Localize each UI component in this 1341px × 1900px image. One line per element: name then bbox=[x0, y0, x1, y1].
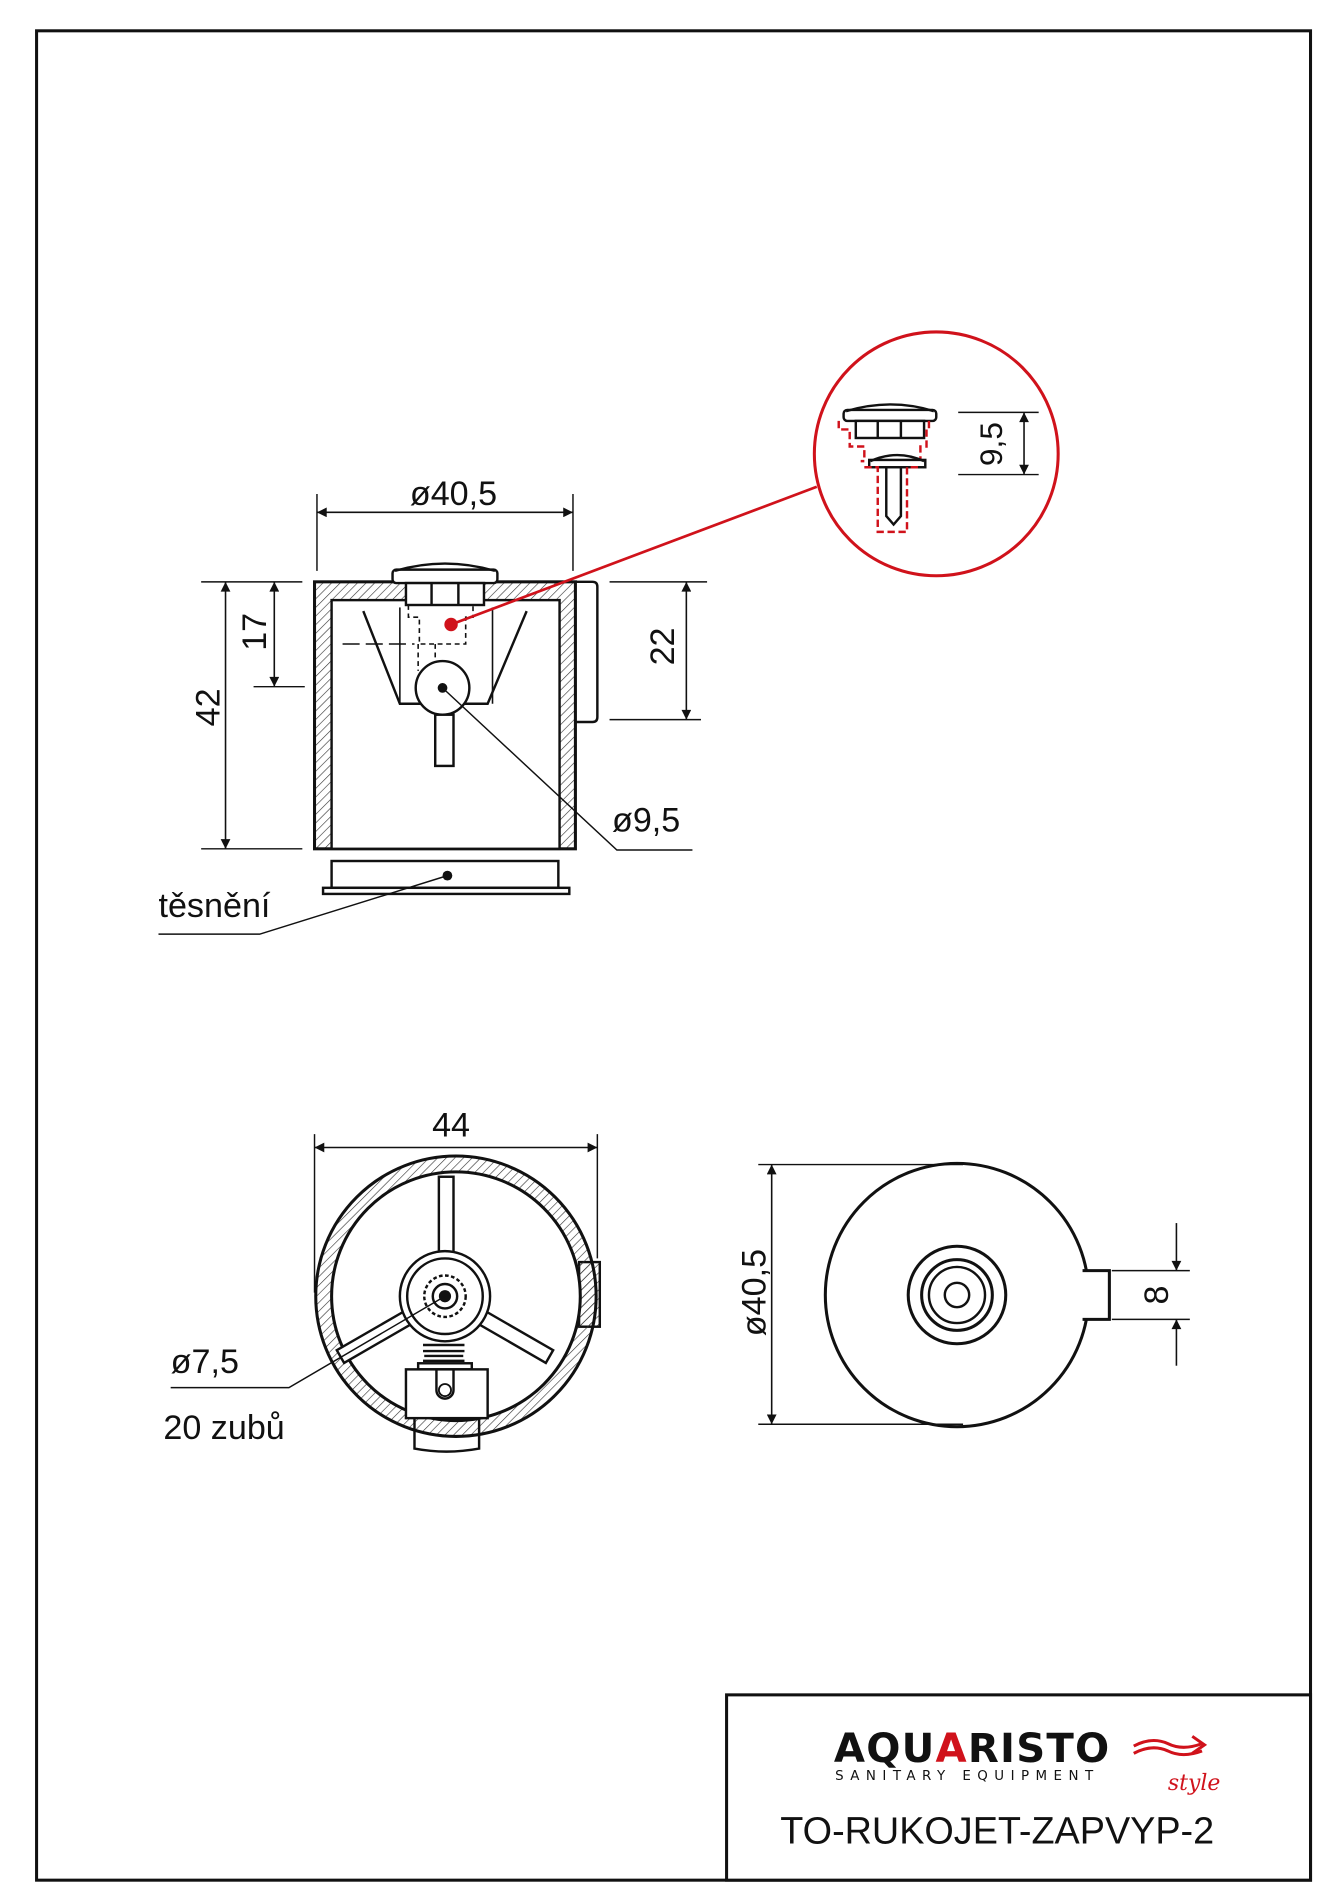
dim-detail: 9,5 bbox=[973, 422, 1009, 466]
gasket-label: těsnění bbox=[158, 887, 270, 925]
drawing-frame bbox=[35, 29, 1313, 1882]
dim-height: 42 bbox=[189, 688, 227, 726]
dim-upper: 17 bbox=[236, 613, 274, 651]
detail-callout: 9,5 bbox=[812, 330, 1060, 578]
drawing-code: TO-RUKOJET-ZAPVYP-2 bbox=[780, 1811, 1214, 1853]
dim-diameter-top: ø40,5 bbox=[736, 1249, 774, 1336]
gear-diameter: ø7,5 bbox=[171, 1343, 239, 1381]
dim-tab-top: 8 bbox=[1138, 1286, 1176, 1305]
bottom-section-view: 44 ø7,5 20 zubů bbox=[163, 1107, 602, 1453]
top-view: ø40,5 8 bbox=[736, 1161, 1190, 1429]
svg-text:AQUARISTO: AQUARISTO bbox=[834, 1726, 1111, 1772]
dim-ball: ø9,5 bbox=[612, 802, 680, 840]
gear-teeth: 20 zubů bbox=[163, 1409, 284, 1447]
title-block: AQUARISTO SANITARY EQUIPMENT style TO-RU… bbox=[725, 1693, 1313, 1882]
svg-text:style: style bbox=[1168, 1771, 1220, 1796]
dim-width: 44 bbox=[432, 1107, 470, 1145]
dim-tab-side: 22 bbox=[644, 627, 682, 665]
svg-text:SANITARY EQUIPMENT: SANITARY EQUIPMENT bbox=[835, 1769, 1100, 1784]
side-section-view: těsnění ø40,5 42 17 22 ø9,5 bbox=[158, 475, 818, 935]
dim-diameter-side: ø40,5 bbox=[410, 475, 497, 513]
company-logo: AQUARISTO SANITARY EQUIPMENT style bbox=[834, 1726, 1220, 1796]
